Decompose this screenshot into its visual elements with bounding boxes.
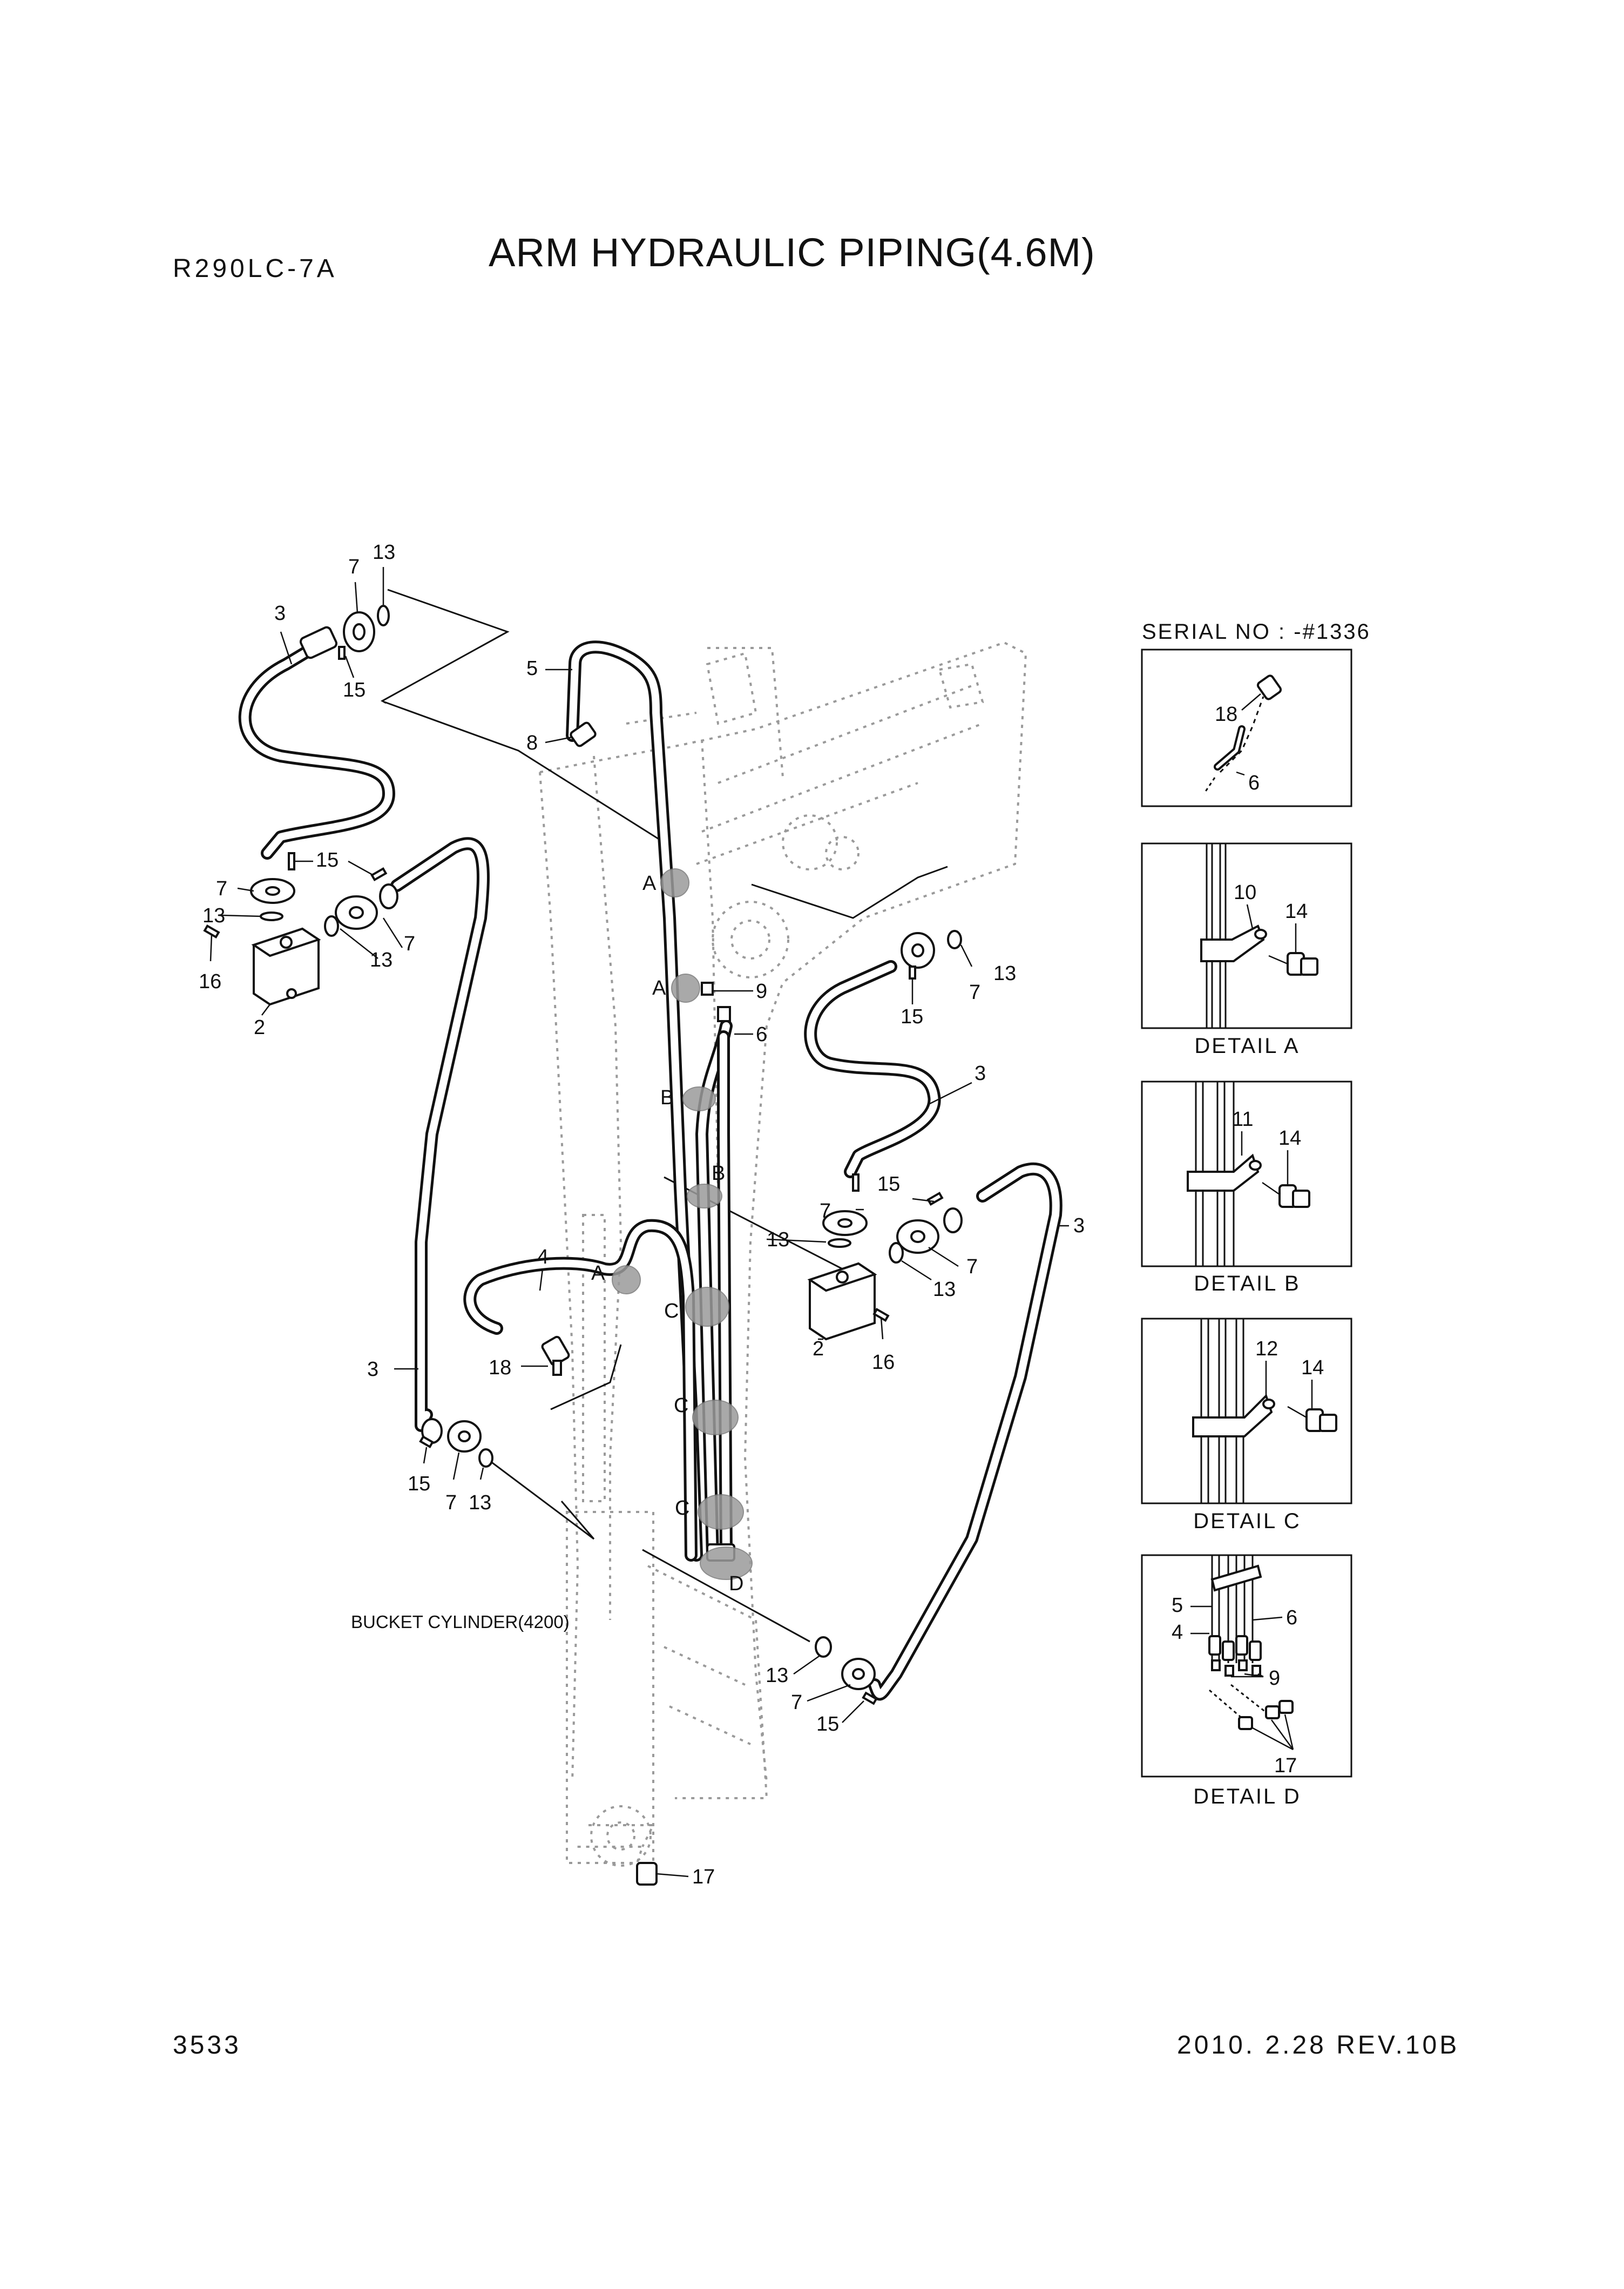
callout-2: 2 (254, 1016, 265, 1039)
callout-7: 7 (966, 1255, 978, 1278)
detail-markers (612, 868, 753, 1580)
detail-c-panel: 12 14 (1141, 1318, 1352, 1504)
detail-b-label-14: 14 (1278, 1127, 1301, 1150)
callout-15: 15 (343, 679, 366, 701)
callout-13: 13 (370, 949, 393, 971)
callout-7: 7 (791, 1691, 802, 1714)
callout-18: 18 (489, 1356, 511, 1379)
serial-caption: SERIAL NO : -#1336 (1142, 620, 1371, 644)
callout-3: 3 (274, 602, 286, 625)
callout-7: 7 (404, 933, 415, 955)
callout-5: 5 (526, 657, 538, 680)
callout-15: 15 (901, 1005, 923, 1028)
callout-B: B (712, 1162, 725, 1185)
bucket-cylinder-label: BUCKET CYLINDER(4200) (351, 1612, 570, 1632)
callout-15: 15 (816, 1713, 839, 1736)
detail-d-label-6: 6 (1286, 1606, 1297, 1629)
callout-15: 15 (408, 1473, 430, 1495)
detail-b-label-11: 11 (1232, 1108, 1253, 1131)
callout-6: 6 (756, 1023, 767, 1046)
page-title: ARM HYDRAULIC PIPING(4.6M) (489, 230, 1095, 275)
callout-15: 15 (316, 849, 339, 872)
callout-16: 16 (199, 970, 221, 993)
hose-3-top-left (238, 635, 395, 860)
exploded-guide-lines (380, 589, 948, 1643)
callout-9: 9 (756, 980, 767, 1003)
callout-4: 4 (537, 1246, 549, 1268)
detail-d-panel: 5 6 4 9 17 (1141, 1554, 1352, 1778)
page-number: 3533 (173, 2031, 241, 2060)
callout-7: 7 (820, 1200, 831, 1223)
callout-C: C (675, 1497, 689, 1520)
callout-8: 8 (526, 732, 538, 754)
hose-3-left-long (390, 837, 490, 1432)
detail-a-label-10: 10 (1234, 881, 1256, 904)
date-revision: 2010. 2.28 REV.10B (1177, 2031, 1460, 2060)
leader-lines (209, 567, 1069, 1878)
callout-13: 13 (202, 904, 225, 927)
detail-d-label-4: 4 (1172, 1621, 1183, 1644)
serial-label-6: 6 (1248, 772, 1260, 794)
detail-a-label-14: 14 (1285, 900, 1308, 923)
callout-13: 13 (933, 1278, 956, 1301)
callout-B: B (660, 1086, 674, 1109)
detail-b-panel: 11 14 (1141, 1081, 1352, 1267)
callout-A: A (642, 872, 657, 895)
detail-a-panel: 10 14 (1141, 842, 1352, 1029)
callout-D: D (729, 1572, 743, 1595)
callout-13: 13 (373, 541, 395, 564)
callout-7: 7 (445, 1491, 457, 1514)
callout-15: 15 (877, 1173, 900, 1196)
detail-c-label-14: 14 (1301, 1356, 1324, 1379)
serial-label-18: 18 (1215, 703, 1237, 726)
detail-d-label-17: 17 (1274, 1754, 1297, 1777)
callout-labels: 3 7 13 15 5 8 15 7 13 16 2 7 13 A A 9 6 … (199, 541, 1085, 1888)
callout-13: 13 (993, 962, 1016, 985)
callout-13: 13 (767, 1228, 789, 1251)
callout-A: A (652, 977, 666, 1000)
callout-A: A (591, 1262, 605, 1285)
serial-detail-panel: 18 6 (1141, 649, 1352, 807)
callout-17: 17 (692, 1866, 715, 1888)
hose-5 (566, 640, 703, 1562)
callout-2: 2 (813, 1338, 824, 1360)
detail-d-label-9: 9 (1269, 1667, 1280, 1690)
callout-13: 13 (469, 1491, 491, 1514)
callout-7: 7 (216, 877, 227, 900)
detail-a-caption: DETAIL A (1194, 1034, 1300, 1058)
callout-C: C (664, 1300, 679, 1322)
callout-C: C (674, 1394, 688, 1417)
detail-c-label-12: 12 (1255, 1338, 1278, 1360)
flange-parts (203, 605, 963, 1886)
model-number: R290LC-7A (173, 254, 337, 283)
callout-16: 16 (872, 1351, 895, 1374)
callout-3: 3 (1073, 1214, 1085, 1237)
hose-3-right-long (868, 1162, 1063, 1701)
callout-7: 7 (969, 981, 980, 1004)
hose-4 (463, 1219, 698, 1562)
callout-3: 3 (367, 1358, 378, 1381)
detail-c-caption: DETAIL C (1193, 1509, 1301, 1533)
callout-3: 3 (975, 1062, 986, 1085)
callout-13: 13 (766, 1664, 788, 1687)
arm-structure-outline (539, 641, 1027, 1867)
detail-d-label-5: 5 (1172, 1594, 1183, 1617)
detail-d-caption: DETAIL D (1193, 1785, 1301, 1808)
detail-b-caption: DETAIL B (1194, 1272, 1301, 1295)
hose-3-right-upper (804, 960, 941, 1178)
callout-7: 7 (348, 556, 360, 578)
